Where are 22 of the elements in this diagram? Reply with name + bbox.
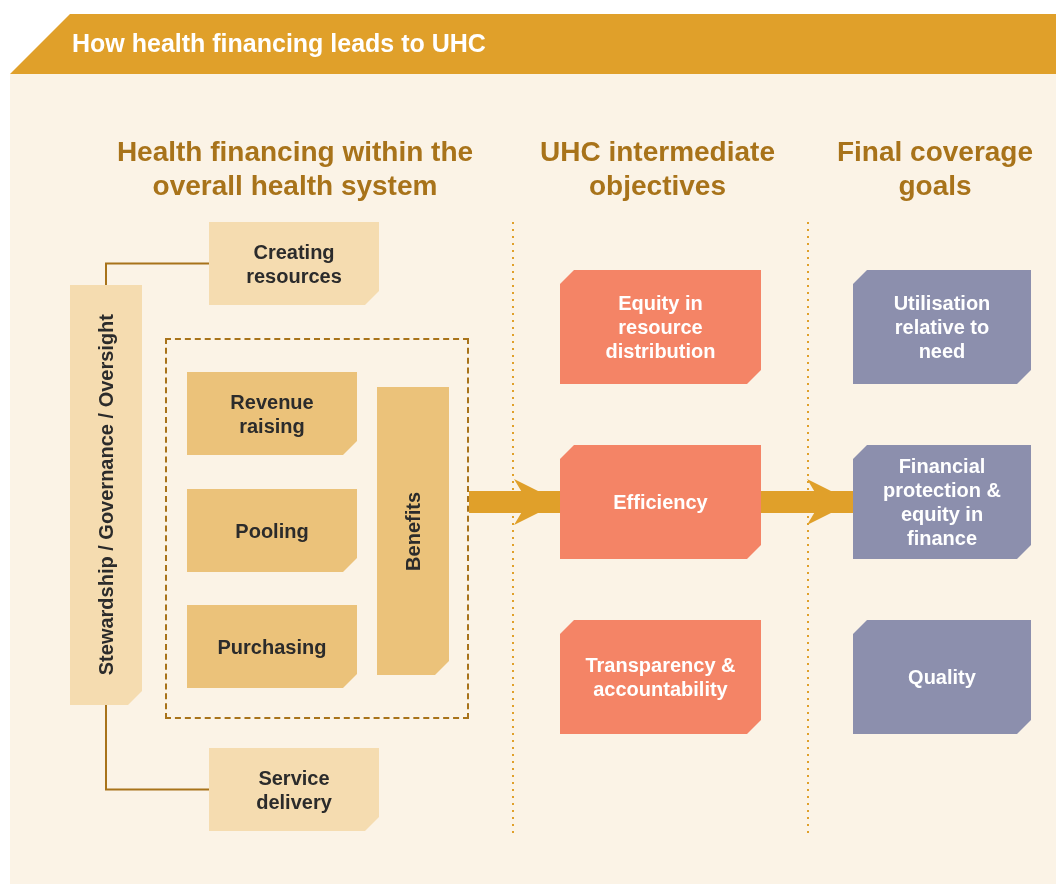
function-box: Revenue raising — [187, 372, 357, 455]
function-box: Purchasing — [187, 605, 357, 688]
block-arrow — [469, 479, 560, 525]
column-heading: Final coverage goals — [835, 135, 1035, 203]
objective-box: Transparency & accountability — [560, 620, 761, 734]
benefits-bar: Benefits — [377, 387, 449, 675]
objective-box: Equity in resource distribution — [560, 270, 761, 384]
goal-box: Financial protection & equity in finance — [853, 445, 1031, 559]
goal-box: Quality — [853, 620, 1031, 734]
goal-box: Utilisation relative to need — [853, 270, 1031, 384]
column-heading: UHC intermediate objectives — [539, 135, 776, 203]
stewardship-bar: Stewardship / Governance / Oversight — [70, 285, 142, 705]
connector-line — [105, 704, 210, 791]
connector-line — [105, 262, 210, 286]
objective-box: Efficiency — [560, 445, 761, 559]
title: How health financing leads to UHC — [72, 29, 486, 58]
dashed-box — [165, 338, 469, 719]
column-heading: Health financing within the overall health system — [115, 135, 475, 203]
block-arrow — [761, 479, 853, 525]
resource-box: Creating resources — [209, 222, 379, 305]
resource-box: Service delivery — [209, 748, 379, 831]
function-box: Pooling — [187, 489, 357, 572]
